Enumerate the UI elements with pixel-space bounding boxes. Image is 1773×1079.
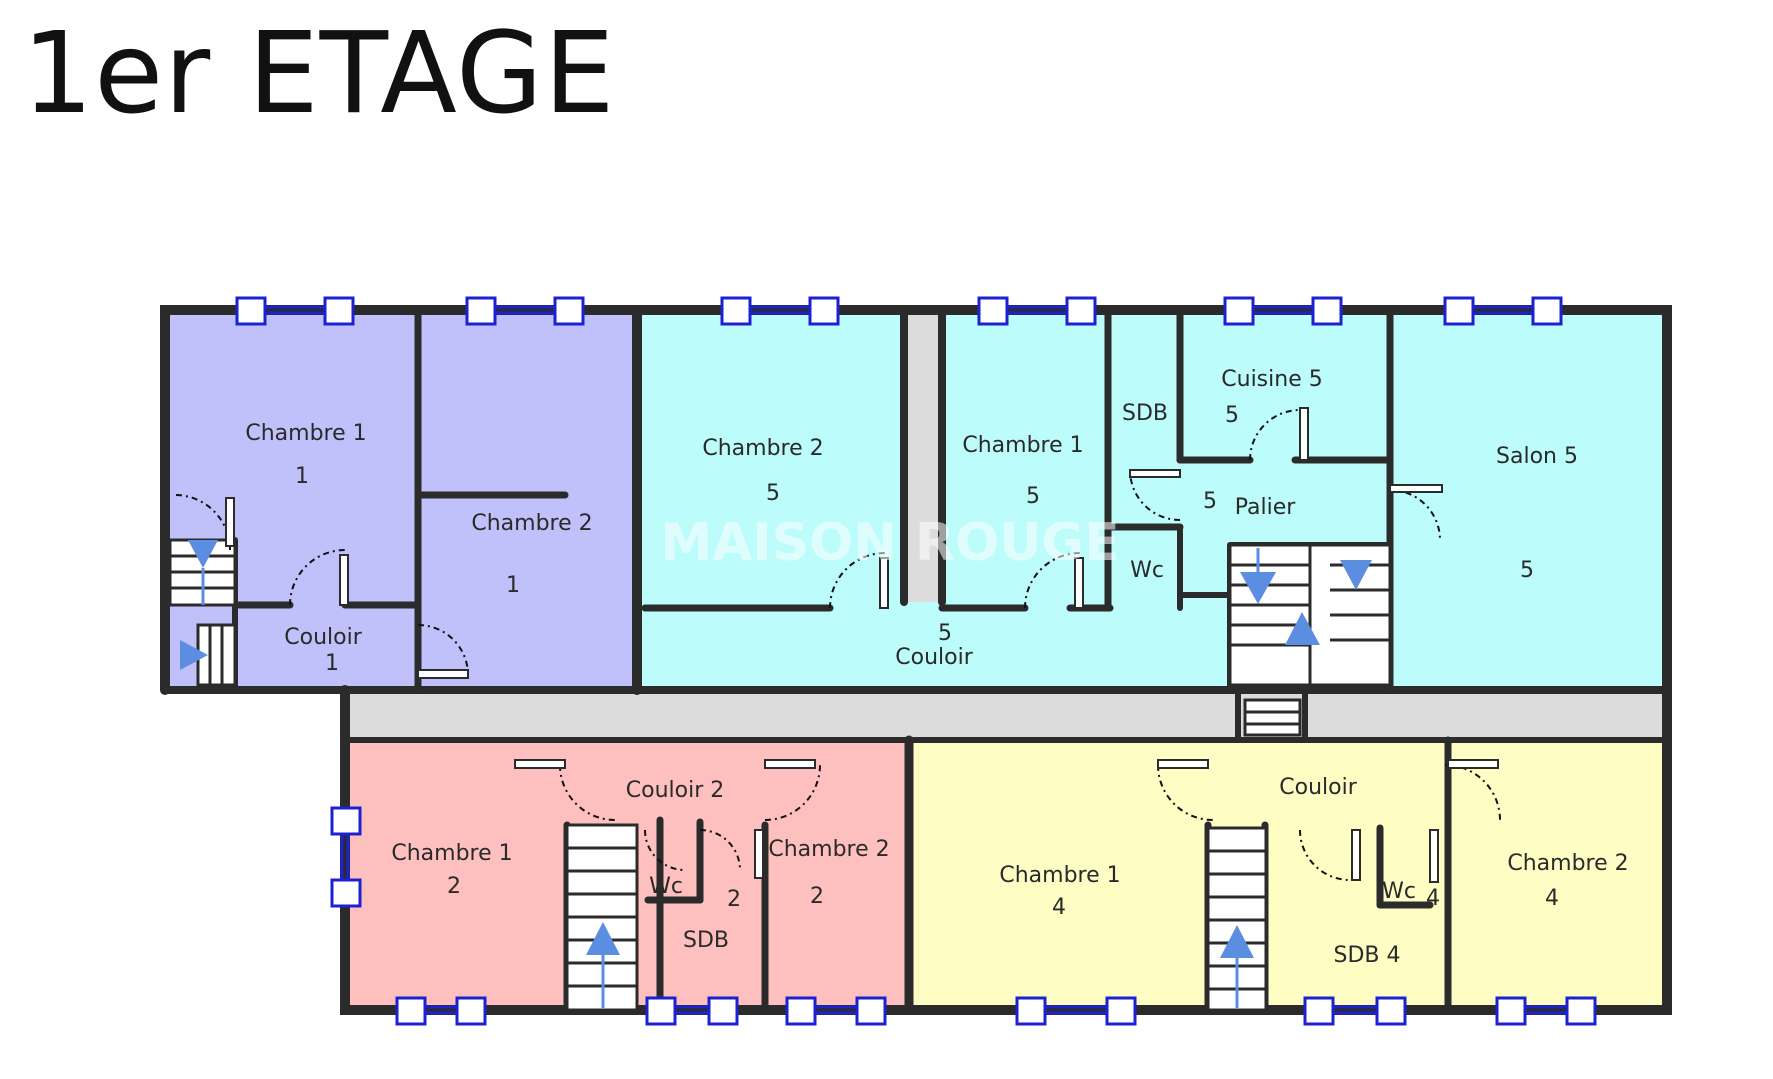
room-lot: 2 xyxy=(447,874,461,899)
doors xyxy=(175,409,1501,881)
room-lot: 5 xyxy=(1203,489,1217,514)
room-name: Couloir 2 xyxy=(626,778,724,803)
room-name: Chambre 1 xyxy=(962,433,1083,458)
room-lot: 5 xyxy=(938,621,952,646)
room-lot: 4 xyxy=(1545,886,1559,911)
stair-arrow-down-icon xyxy=(1240,572,1276,604)
room-name: Chambre 1 xyxy=(391,841,512,866)
stair-arrow-down-icon xyxy=(1340,560,1372,590)
room-name: Cuisine 5 xyxy=(1221,367,1322,392)
window-icon xyxy=(1495,996,1597,1026)
window-icon xyxy=(465,296,585,326)
room-lot: 4 xyxy=(1426,886,1440,911)
room-name: Chambre 2 xyxy=(702,436,823,461)
zone-chimney xyxy=(904,310,942,602)
zone-lot4 xyxy=(909,740,1667,1010)
stair-arrow-up-icon xyxy=(1220,925,1254,958)
room-lot: 5 xyxy=(1225,403,1239,428)
room-name: Chambre 2 xyxy=(471,511,592,536)
windows xyxy=(235,296,1597,1026)
zone-corridor xyxy=(345,690,1667,740)
room-name: Couloir xyxy=(284,625,362,650)
room-name: Chambre 2 xyxy=(1507,851,1628,876)
room-lot: 1 xyxy=(325,651,339,676)
room-lot: 1 xyxy=(295,464,309,489)
stair-arrows xyxy=(180,540,1372,958)
room-name: Wc xyxy=(1382,879,1416,904)
stair-arrow-up-icon xyxy=(586,922,620,955)
room-name: SDB xyxy=(683,928,729,953)
window-icon xyxy=(645,996,739,1026)
room-lot: 2 xyxy=(727,887,741,912)
zone-lot5 xyxy=(637,310,1667,690)
window-icon xyxy=(785,996,887,1026)
zone-lot1 xyxy=(165,310,637,690)
window-icon xyxy=(720,296,840,326)
window-icon xyxy=(1223,296,1343,326)
window-icon xyxy=(395,996,487,1026)
window-icon xyxy=(977,296,1097,326)
room-name: Chambre 1 xyxy=(999,863,1120,888)
room-lot: 5 xyxy=(1520,558,1534,583)
room-lot: 4 xyxy=(1052,895,1066,920)
room-name: SDB 4 xyxy=(1334,943,1401,968)
stair-arrow-up-icon xyxy=(1285,612,1320,645)
room-name: Couloir xyxy=(895,645,973,670)
room-lot: 5 xyxy=(766,481,780,506)
window-icon xyxy=(1443,296,1563,326)
window-icon xyxy=(1015,996,1137,1026)
watermark: MAISON ROUGE xyxy=(660,513,1119,573)
window-icon xyxy=(330,806,362,908)
room-lot: 2 xyxy=(810,884,824,909)
page-title: 1er ETAGE xyxy=(22,9,616,139)
room-name: Wc xyxy=(649,874,683,899)
room-name: Chambre 2 xyxy=(768,837,889,862)
room-name: Palier xyxy=(1235,495,1297,520)
room-lot: 5 xyxy=(1026,484,1040,509)
room-name: Couloir xyxy=(1279,775,1357,800)
stair-arrow-down-icon xyxy=(188,540,218,568)
window-icon xyxy=(235,296,355,326)
window-icon xyxy=(1303,996,1407,1026)
room-name: Salon 5 xyxy=(1496,444,1578,469)
room-name: SDB xyxy=(1122,401,1168,426)
stair-lines xyxy=(201,548,1260,1008)
room-labels: Chambre 1 1 Chambre 2 1 Couloir 1 Chambr… xyxy=(245,367,1628,968)
room-name: Wc xyxy=(1130,558,1164,583)
room-name: Chambre 1 xyxy=(245,421,366,446)
room-lot: 1 xyxy=(506,573,520,598)
stair-arrow-right-icon xyxy=(180,640,208,670)
door-leaves xyxy=(225,407,1499,883)
